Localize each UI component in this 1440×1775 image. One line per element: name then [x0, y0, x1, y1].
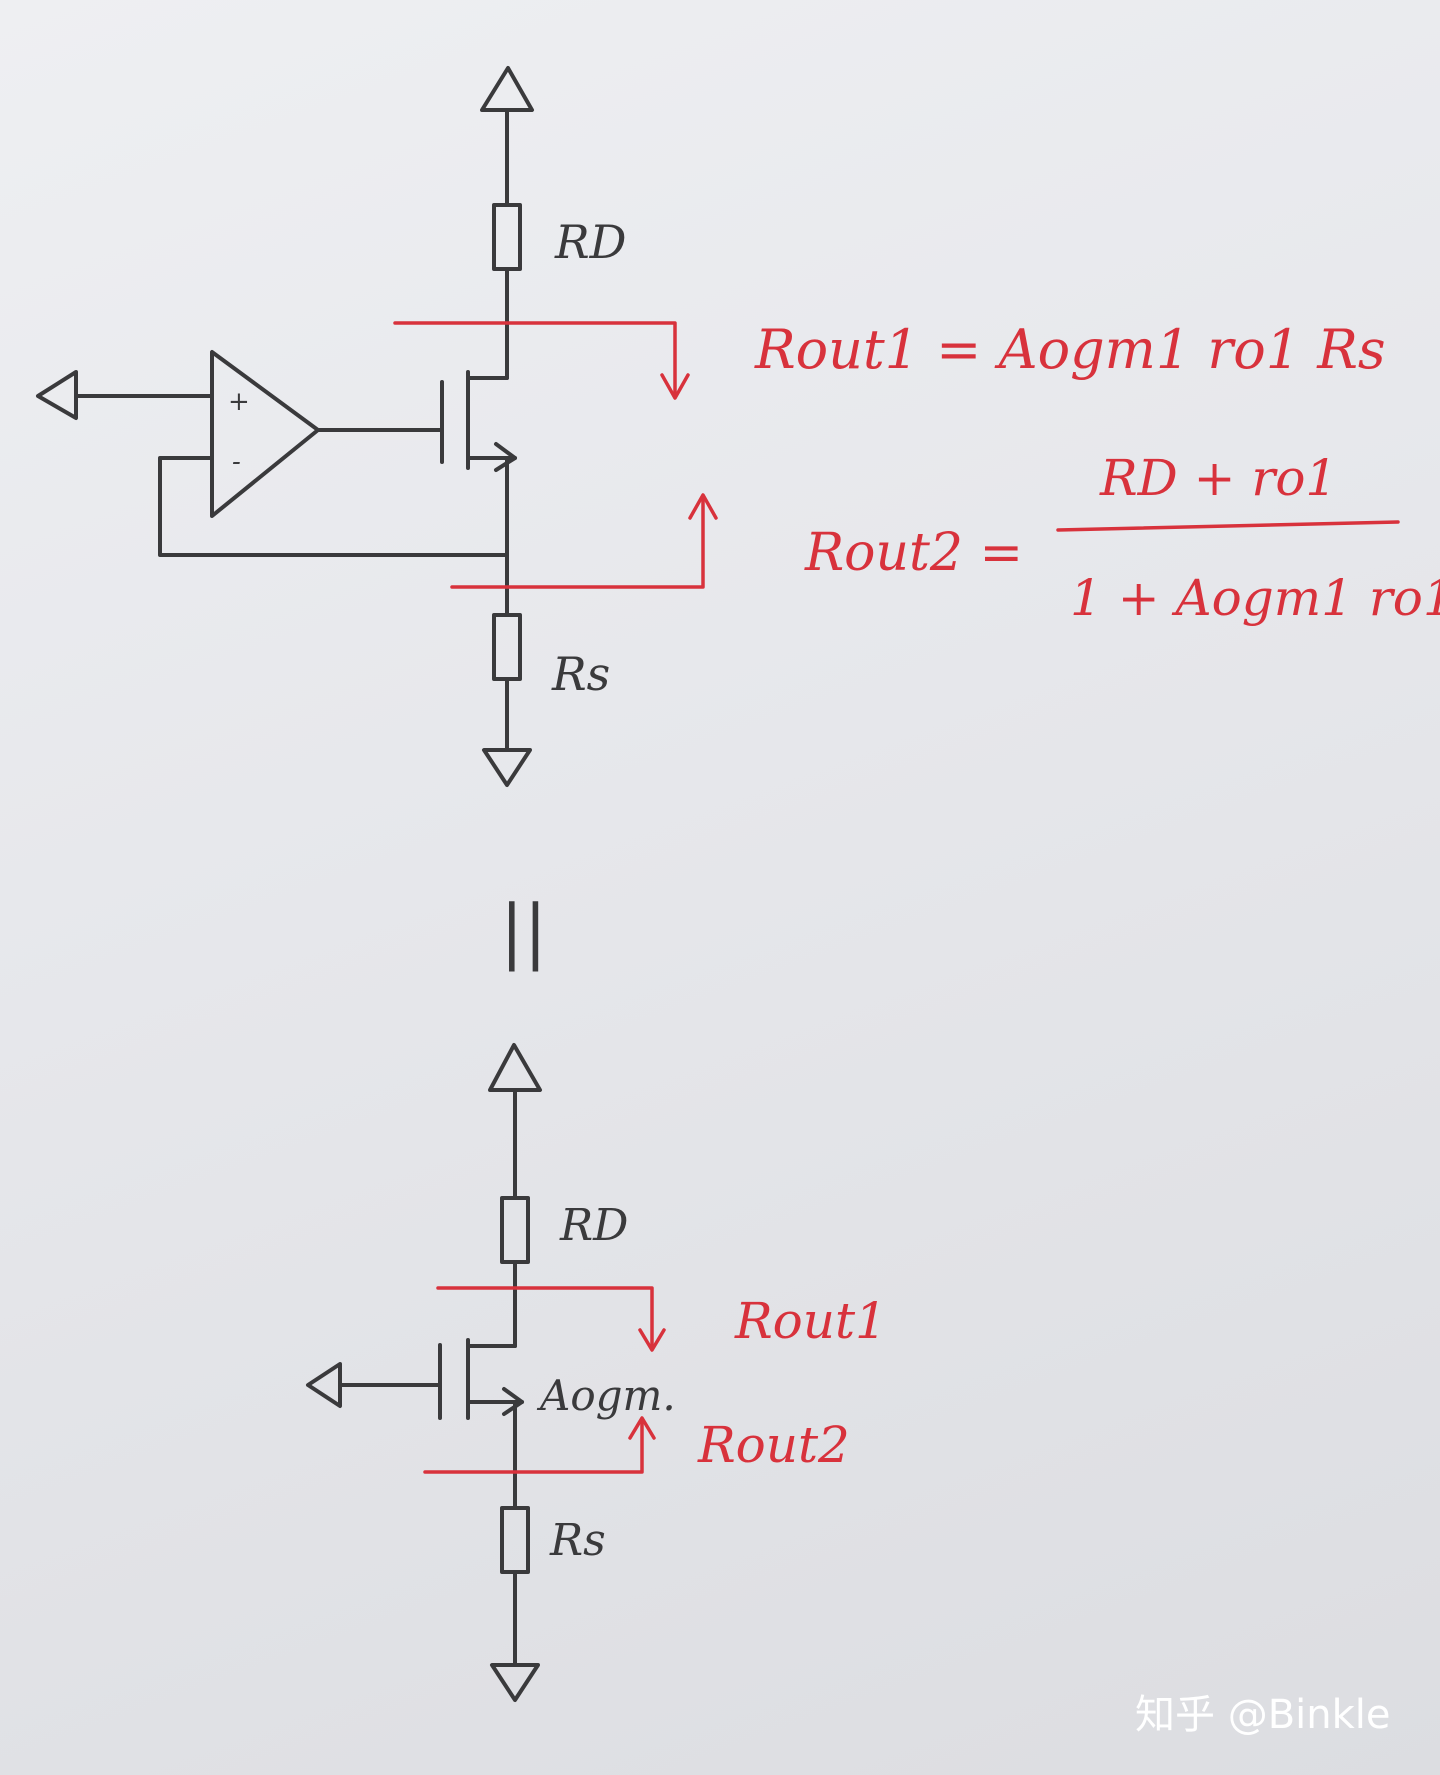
input-source-symbol-bottom	[306, 1362, 342, 1408]
rout2-arrowhead-top	[688, 493, 718, 520]
source-arrow-top	[494, 442, 517, 472]
rd-label-top: RD	[554, 215, 627, 269]
ground-symbol-top	[482, 748, 532, 787]
opamp-symbol	[210, 350, 320, 518]
rout2-label-bottom: Rout2	[697, 1416, 850, 1474]
resistor-rs-bottom	[500, 1506, 530, 1574]
rout2-marker-bottom	[423, 1418, 644, 1474]
gm-label-bottom: Aogm.	[536, 1371, 676, 1420]
rs-label-bottom: Rs	[549, 1515, 606, 1566]
resistor-rd-bottom	[500, 1196, 530, 1264]
resistor-rd-top	[492, 203, 522, 271]
rout1-marker-bottom	[436, 1286, 654, 1350]
rs-label-top: Rs	[551, 647, 610, 701]
rout1-label-bottom: Rout1	[734, 1292, 887, 1350]
rout2-marker-top	[450, 495, 705, 589]
vdd-symbol-bottom	[488, 1043, 542, 1092]
opamp-minus-label: -	[232, 447, 241, 477]
rout2-fraction-bar	[1056, 520, 1400, 532]
rd-label-bottom: RD	[559, 1200, 628, 1251]
rout2-numerator: RD + ro1	[1099, 449, 1337, 507]
ground-symbol-bottom	[490, 1663, 540, 1702]
rout1-equation: Rout1 = Aogm1 ro1 Rs	[754, 318, 1386, 381]
input-source-symbol-top	[36, 370, 78, 420]
equivalence-mark: ||	[500, 890, 547, 972]
rout2-arrowhead-bottom	[628, 1416, 656, 1440]
vdd-symbol-top	[480, 66, 534, 112]
feedback-wire	[158, 456, 509, 557]
rout1-arrowhead-top	[660, 373, 690, 400]
watermark: 知乎 @Binkle	[1135, 1692, 1391, 1738]
top-circuit: + - RD Rs Rout1 = Aogm1 ro1 Rs Rout2 = R…	[36, 66, 1440, 787]
bottom-circuit: RD Rs Aogm. Rout1 Rout2	[306, 1043, 887, 1702]
opamp-plus-label: +	[228, 387, 250, 417]
rout1-marker-top	[393, 321, 677, 397]
rout1-arrowhead-bottom	[638, 1328, 666, 1352]
rout2-denominator: 1 + Aogm1 ro1	[1070, 569, 1440, 627]
resistor-rs-top	[492, 613, 522, 681]
source-arrow-bottom	[502, 1387, 524, 1416]
rout2-lhs: Rout2 =	[804, 523, 1023, 583]
